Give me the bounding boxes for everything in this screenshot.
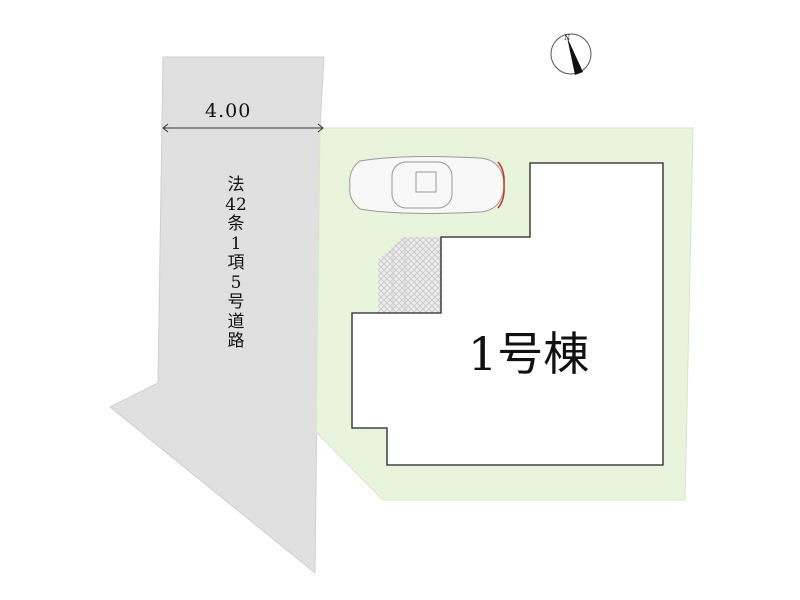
building-1 <box>351 162 664 466</box>
road-width-label: 4.00 <box>205 100 252 122</box>
car-icon <box>349 156 505 214</box>
width-dimension-arrow <box>162 123 324 133</box>
stair-area <box>378 237 441 313</box>
road-area <box>109 56 325 575</box>
compass-letter: N <box>564 34 570 42</box>
road-type-label: 法42条1項5号道路 <box>225 175 247 351</box>
north-arrow-icon: N <box>550 33 592 75</box>
building-label: 1号棟 <box>468 327 590 381</box>
